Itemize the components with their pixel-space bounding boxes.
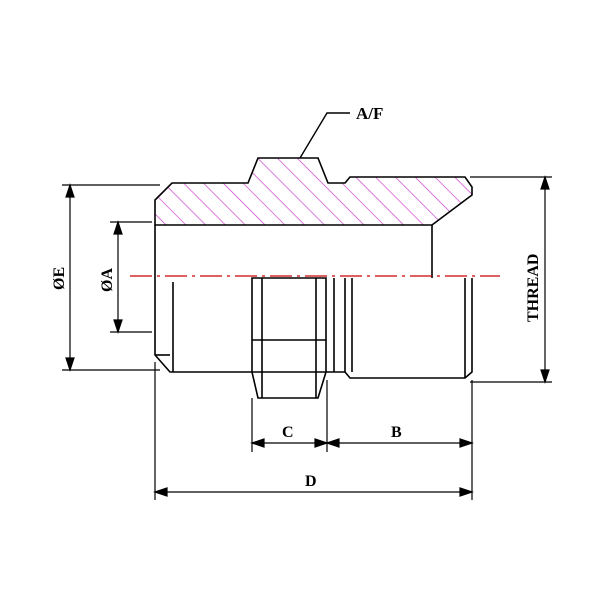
c-label: C <box>282 424 294 441</box>
dimension-a <box>110 220 152 334</box>
dimension-c-b <box>250 380 474 500</box>
thread-label: THREAD <box>525 254 542 322</box>
d-label: D <box>305 473 317 490</box>
hatched-section <box>154 157 473 226</box>
dimension-thread <box>470 175 552 384</box>
dia-a-label: ØA <box>99 268 116 292</box>
dimension-e <box>62 183 160 372</box>
af-leader-line <box>299 112 350 159</box>
dimension-d <box>153 362 474 500</box>
lower-body-outline <box>154 225 473 399</box>
dia-e-label: ØE <box>51 267 68 290</box>
af-label: A/F <box>356 104 383 123</box>
b-label: B <box>391 424 402 441</box>
